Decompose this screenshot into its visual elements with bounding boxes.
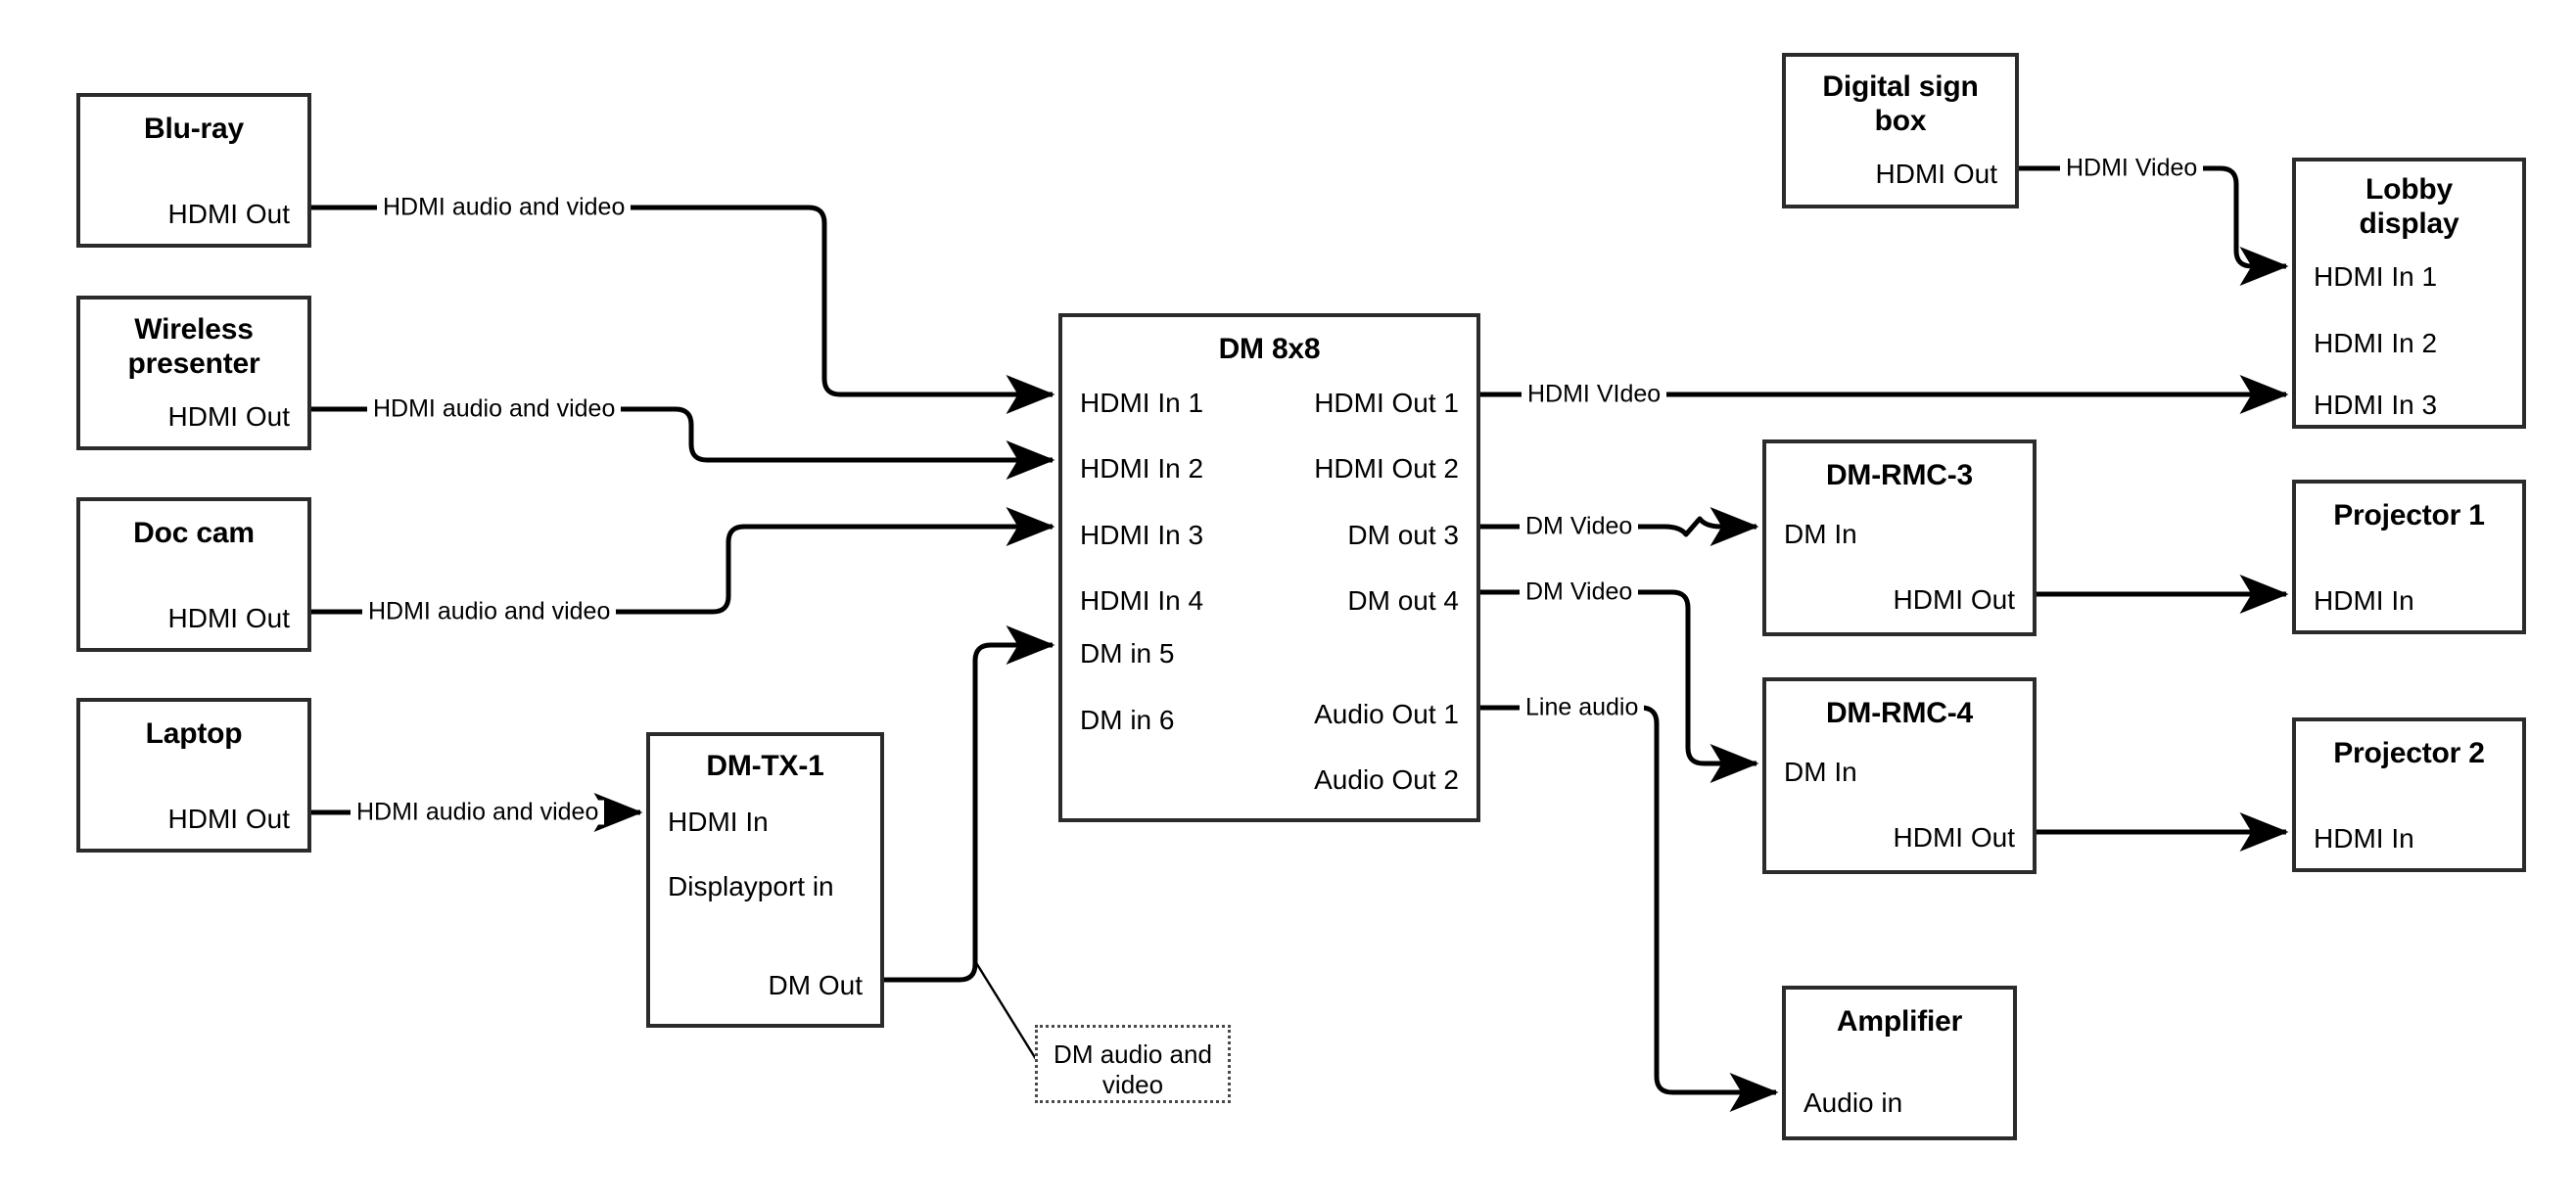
node-dm-8x8-input-hdmi-in-2: HDMI In 2 [1080,453,1204,484]
wire-dm8x8-out3-to-rmc3 [1480,507,1759,546]
node-dm-tx-1-port-dm-out: DM Out [768,970,863,1000]
node-dm-8x8-output-hdmi-out-1: HDMI Out 1 [1314,388,1459,418]
edge-label-bluray-in1: HDMI audio and video [377,195,632,220]
node-amplifier-title: Amplifier [1836,1005,1963,1038]
note-dm-audio-and-video-text: DM audio and video [1054,1039,1212,1100]
node-dm-rmc-4-title: DM-RMC-4 [1825,697,1974,729]
node-dm-8x8-output-audio-out-1: Audio Out 1 [1314,699,1459,729]
node-doc-cam-title: Doc cam [133,517,255,549]
wire-wireless-to-dm8x8-in2 [311,406,1055,480]
node-dm-8x8-input-hdmi-in-3: HDMI In 3 [1080,520,1204,550]
node-dm-8x8-output-dm-out-3: DM out 3 [1347,520,1459,550]
edge-label-hdmiout1-lobby3: HDMI VIdeo [1522,382,1667,407]
node-bluray[interactable]: Blu-ray HDMI Out [76,93,311,248]
node-dm-8x8-input-hdmi-in-1: HDMI In 1 [1080,388,1204,418]
edge-label-dmout4-rmc4: DM Video [1520,579,1639,605]
edge-label-laptop-dmtx1: HDMI audio and video [351,800,605,825]
node-wireless-presenter-port-hdmi-out: HDMI Out [167,401,290,432]
node-amplifier[interactable]: Amplifier Audio in [1782,986,2017,1140]
node-dm-tx-1[interactable]: DM-TX-1 HDMI In Displayport in DM Out [646,732,884,1028]
wire-dm8x8-out4-to-rmc4 [1480,589,1759,783]
wire-dmtx1-to-dm8x8-in5 [884,625,1055,983]
node-dm-rmc-4-port-dm-in: DM In [1784,757,1857,787]
node-dm-rmc-3-title: DM-RMC-3 [1825,459,1974,491]
node-dm-8x8[interactable]: DM 8x8 HDMI In 1 HDMI In 2 HDMI In 3 HDM… [1058,313,1480,822]
node-projector-2-title: Projector 2 [2333,737,2485,769]
wire-dm8x8-audioout1-to-amplifier [1480,705,1779,1112]
node-dm-rmc-4[interactable]: DM-RMC-4 DM In HDMI Out [1762,677,2037,874]
wire-doccam-to-dm8x8-in3 [311,507,1055,615]
node-lobby-display-port-hdmi-in-1: HDMI In 1 [2314,261,2438,292]
node-lobby-display-port-hdmi-in-3: HDMI In 3 [2314,390,2438,420]
wire-bluray-to-dm8x8-in1 [311,205,1055,414]
node-dm-8x8-output-audio-out-2: Audio Out 2 [1314,764,1459,795]
node-dm-8x8-output-dm-out-4: DM out 4 [1347,585,1459,616]
node-laptop-title: Laptop [145,717,243,750]
node-dm-tx-1-title: DM-TX-1 [706,750,824,782]
node-dm-8x8-input-dm-in-6: DM in 6 [1080,705,1175,735]
node-lobby-display[interactable]: Lobby display HDMI In 1 HDMI In 2 HDMI I… [2292,158,2526,429]
node-projector-1-port-hdmi-in: HDMI In [2314,585,2414,616]
node-bluray-port-hdmi-out: HDMI Out [167,199,290,229]
node-dm-rmc-3-port-dm-in: DM In [1784,519,1857,549]
node-wireless-presenter[interactable]: Wireless presenter HDMI Out [76,296,311,450]
node-dm-8x8-title: DM 8x8 [1218,333,1321,365]
node-lobby-display-title: Lobby display [2359,173,2459,240]
wire-digitalsign-to-lobby-in1 [2019,165,2289,286]
node-bluray-title: Blu-ray [144,113,244,145]
node-projector-2-port-hdmi-in: HDMI In [2314,823,2414,854]
node-dm-8x8-input-dm-in-5: DM in 5 [1080,638,1175,669]
node-digital-sign-box-title: Digital sign box [1822,70,1979,137]
node-dm-rmc-3[interactable]: DM-RMC-3 DM In HDMI Out [1762,439,2037,636]
node-projector-1[interactable]: Projector 1 HDMI In [2292,480,2526,634]
note-dm-audio-and-video: DM audio and video [1035,1025,1231,1103]
node-dm-rmc-4-port-hdmi-out: HDMI Out [1893,822,2015,853]
leader-line-dm-note [973,960,1038,1060]
node-dm-tx-1-port-hdmi-in: HDMI In [668,807,769,837]
node-dm-tx-1-port-displayport-in: Displayport in [668,871,834,901]
node-dm-8x8-output-hdmi-out-2: HDMI Out 2 [1314,453,1459,484]
node-amplifier-port-audio-in: Audio in [1803,1087,1903,1118]
node-lobby-display-port-hdmi-in-2: HDMI In 2 [2314,328,2438,358]
edge-label-doccam-in3: HDMI audio and video [362,599,617,624]
node-dm-8x8-input-hdmi-in-4: HDMI In 4 [1080,585,1204,616]
node-doc-cam-port-hdmi-out: HDMI Out [167,603,290,633]
node-projector-1-title: Projector 1 [2333,499,2485,531]
node-digital-sign-box-port-hdmi-out: HDMI Out [1875,159,1997,189]
node-laptop[interactable]: Laptop HDMI Out [76,698,311,853]
edge-label-wireless-in2: HDMI audio and video [367,396,622,422]
node-dm-rmc-3-port-hdmi-out: HDMI Out [1893,584,2015,615]
node-laptop-port-hdmi-out: HDMI Out [167,804,290,834]
edge-label-dmout3-rmc3: DM Video [1520,514,1639,539]
node-wireless-presenter-title: Wireless presenter [127,313,260,380]
edge-label-sign-lobby1: HDMI Video [2060,156,2204,181]
node-doc-cam[interactable]: Doc cam HDMI Out [76,497,311,652]
node-projector-2[interactable]: Projector 2 HDMI In [2292,717,2526,872]
node-digital-sign-box[interactable]: Digital sign box HDMI Out [1782,53,2019,208]
edge-label-audioout1-amp: Line audio [1520,695,1645,720]
